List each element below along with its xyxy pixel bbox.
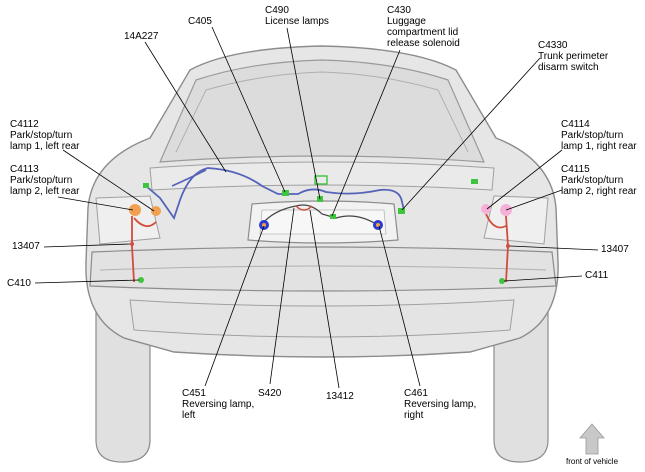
label-c4114-code: C4114 [561, 119, 590, 130]
label-s420: S420 [258, 388, 282, 399]
right-rear-wheel [493, 309, 549, 463]
label-c430-line2: compartment lid [387, 27, 459, 38]
label-c4115-code: C4115 [561, 164, 590, 175]
label-c4330-line1: Trunk perimeter [538, 51, 609, 62]
label-c4113: C4113 Park/stop/turn lamp 2, left rear [10, 164, 79, 197]
green-panel-icon [314, 175, 328, 185]
label-c451-line1: Reversing lamp, [182, 399, 255, 410]
label-c451-code: C451 [182, 388, 206, 399]
blue-harness-branch [171, 169, 207, 187]
label-c411: C411 [585, 270, 609, 281]
label-c461-line1: Reversing lamp, [404, 399, 477, 410]
left-taillight-area [95, 195, 161, 245]
front-of-vehicle-label: front of vehicle [566, 457, 619, 466]
label-c405: C405 [188, 16, 212, 27]
label-c451: C451 Reversing lamp, left [182, 388, 254, 421]
left-rear-wheel [95, 309, 151, 463]
label-c461: C461 Reversing lamp, right [404, 388, 476, 421]
label-c4115: C4115 Park/stop/turn lamp 2, right rear [561, 164, 637, 197]
label-c4330-code: C4330 [538, 40, 568, 51]
label-13412: 13412 [326, 391, 354, 402]
c451-connector-center [262, 223, 266, 227]
label-c4112-line1: Park/stop/turn [10, 130, 73, 141]
label-c4113-line1: Park/stop/turn [10, 175, 73, 186]
label-c430-line3: release solenoid [387, 38, 460, 49]
label-c451-line2: left [182, 410, 196, 421]
label-c4114-line1: Park/stop/turn [561, 130, 624, 141]
green-clip-left-icon [143, 183, 149, 188]
splice-13407-left-icon [130, 242, 134, 246]
label-c4330: C4330 Trunk perimeter disarm switch [538, 40, 608, 73]
label-c4113-code: C4113 [10, 164, 39, 175]
label-c430: C430 Luggage compartment lid release sol… [387, 5, 460, 49]
label-c4330-line2: disarm switch [538, 62, 599, 73]
c4114-connector-icon [481, 204, 491, 214]
bumper-crease [99, 265, 547, 271]
label-c4112: C4112 Park/stop/turn lamp 1, left rear [10, 119, 79, 152]
front-arrow-icon [579, 423, 605, 455]
label-c4115-line1: Park/stop/turn [561, 175, 624, 186]
label-c410: C410 [7, 278, 31, 289]
label-c4114: C4114 Park/stop/turn lamp 1, right rear [561, 119, 637, 152]
license-wiring-red [295, 205, 313, 211]
c411-connector-icon [499, 278, 505, 284]
label-c490-desc: License lamps [265, 16, 329, 27]
blue-harness [145, 167, 405, 220]
label-c4114-line2: lamp 1, right rear [561, 141, 637, 152]
label-c461-code: C461 [404, 388, 428, 399]
c4113-connector-icon [129, 204, 141, 216]
c410-connector-icon [138, 277, 144, 283]
label-c4112-code: C4112 [10, 119, 39, 130]
rear-bumper [89, 246, 557, 292]
green-clip-right-icon [471, 179, 478, 184]
label-c490: C490 License lamps [265, 5, 329, 27]
right-taillight-area [483, 195, 549, 245]
label-c430-line1: Luggage [387, 16, 426, 27]
lower-valance [129, 299, 515, 338]
label-c4113-line2: lamp 2, left rear [10, 186, 80, 197]
label-c4112-line2: lamp 1, left rear [10, 141, 80, 152]
c4112-connector-icon [151, 206, 161, 216]
rear-window [159, 59, 485, 163]
label-c490-code: C490 [265, 5, 289, 16]
label-c4115-line2: lamp 2, right rear [561, 186, 637, 197]
label-13407-left: 13407 [12, 241, 40, 252]
splice-13407-right-icon [506, 244, 510, 248]
label-14a227: 14A227 [124, 31, 159, 42]
leader-lines [34, 26, 599, 389]
label-13407-right: 13407 [601, 244, 629, 255]
label-c430-code: C430 [387, 5, 411, 16]
c405-connector-icon [282, 190, 289, 196]
c430-connector-icon [330, 214, 336, 219]
label-c461-line2: right [404, 410, 424, 421]
plate-inner [259, 209, 387, 235]
window-inner [175, 71, 469, 153]
c4330-connector-icon [398, 208, 405, 214]
